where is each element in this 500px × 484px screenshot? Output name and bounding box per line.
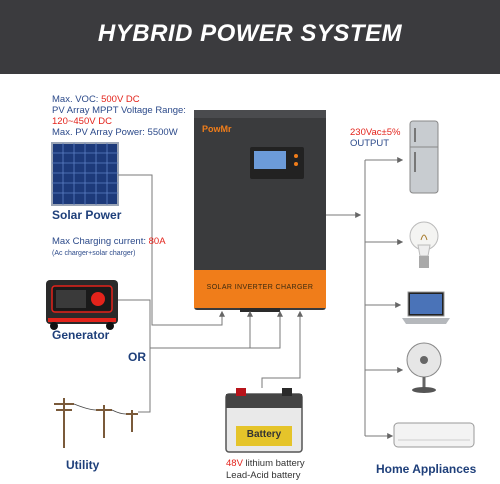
utility-label: Utility: [66, 458, 100, 472]
battery-icon: [225, 388, 303, 453]
spec-mppt-label: PV Array MPPT Voltage Range:: [52, 105, 186, 116]
spec-voc-value: 500V DC: [101, 94, 140, 105]
refrigerator-icon: [409, 120, 439, 194]
battery-line1-suffix: lithium battery: [242, 458, 305, 469]
charging-note: (Ac charger+solar charger): [52, 250, 136, 257]
generator-icon: [46, 280, 118, 330]
spec-max-power: Max. PV Array Power: 5500W: [52, 127, 178, 138]
solar-panel-icon: [51, 142, 119, 206]
solar-power-label: Solar Power: [52, 208, 122, 222]
fan-icon: [406, 342, 442, 393]
max-charging-current: Max Charging current: 80A: [52, 236, 166, 247]
generator-label: Generator: [52, 328, 110, 342]
battery-voltage: 48V: [226, 458, 243, 469]
home-appliances-label: Home Appliances: [376, 462, 477, 476]
charging-label: Max Charging current:: [52, 236, 149, 247]
laptop-icon: [402, 291, 450, 324]
charging-value: 80A: [148, 236, 166, 247]
inverter-icon: [194, 110, 326, 312]
brand-logo: PowMr: [202, 124, 232, 134]
output-voltage: 230Vac±5%: [350, 127, 401, 138]
inverter-panel-label: SOLAR INVERTER CHARGER: [206, 284, 314, 291]
light-bulb-icon: [409, 221, 439, 268]
battery-line1: 48V lithium battery: [226, 458, 305, 469]
spec-max-voc: Max. VOC: 500V DC: [52, 94, 140, 105]
spec-voc-label: Max. VOC:: [52, 94, 102, 105]
spec-mppt-value: 120~450V DC: [52, 116, 112, 127]
battery-line2: Lead-Acid battery: [226, 470, 301, 481]
output-label: OUTPUT: [350, 138, 390, 149]
utility-pole-icon: [54, 398, 138, 448]
connector-lines: [118, 157, 404, 439]
air-conditioner-icon: [393, 422, 475, 448]
page-title: HYBRID POWER SYSTEM: [97, 20, 403, 47]
battery-label: Battery: [246, 429, 282, 440]
title-banner: [0, 0, 500, 74]
or-label: OR: [128, 350, 146, 364]
